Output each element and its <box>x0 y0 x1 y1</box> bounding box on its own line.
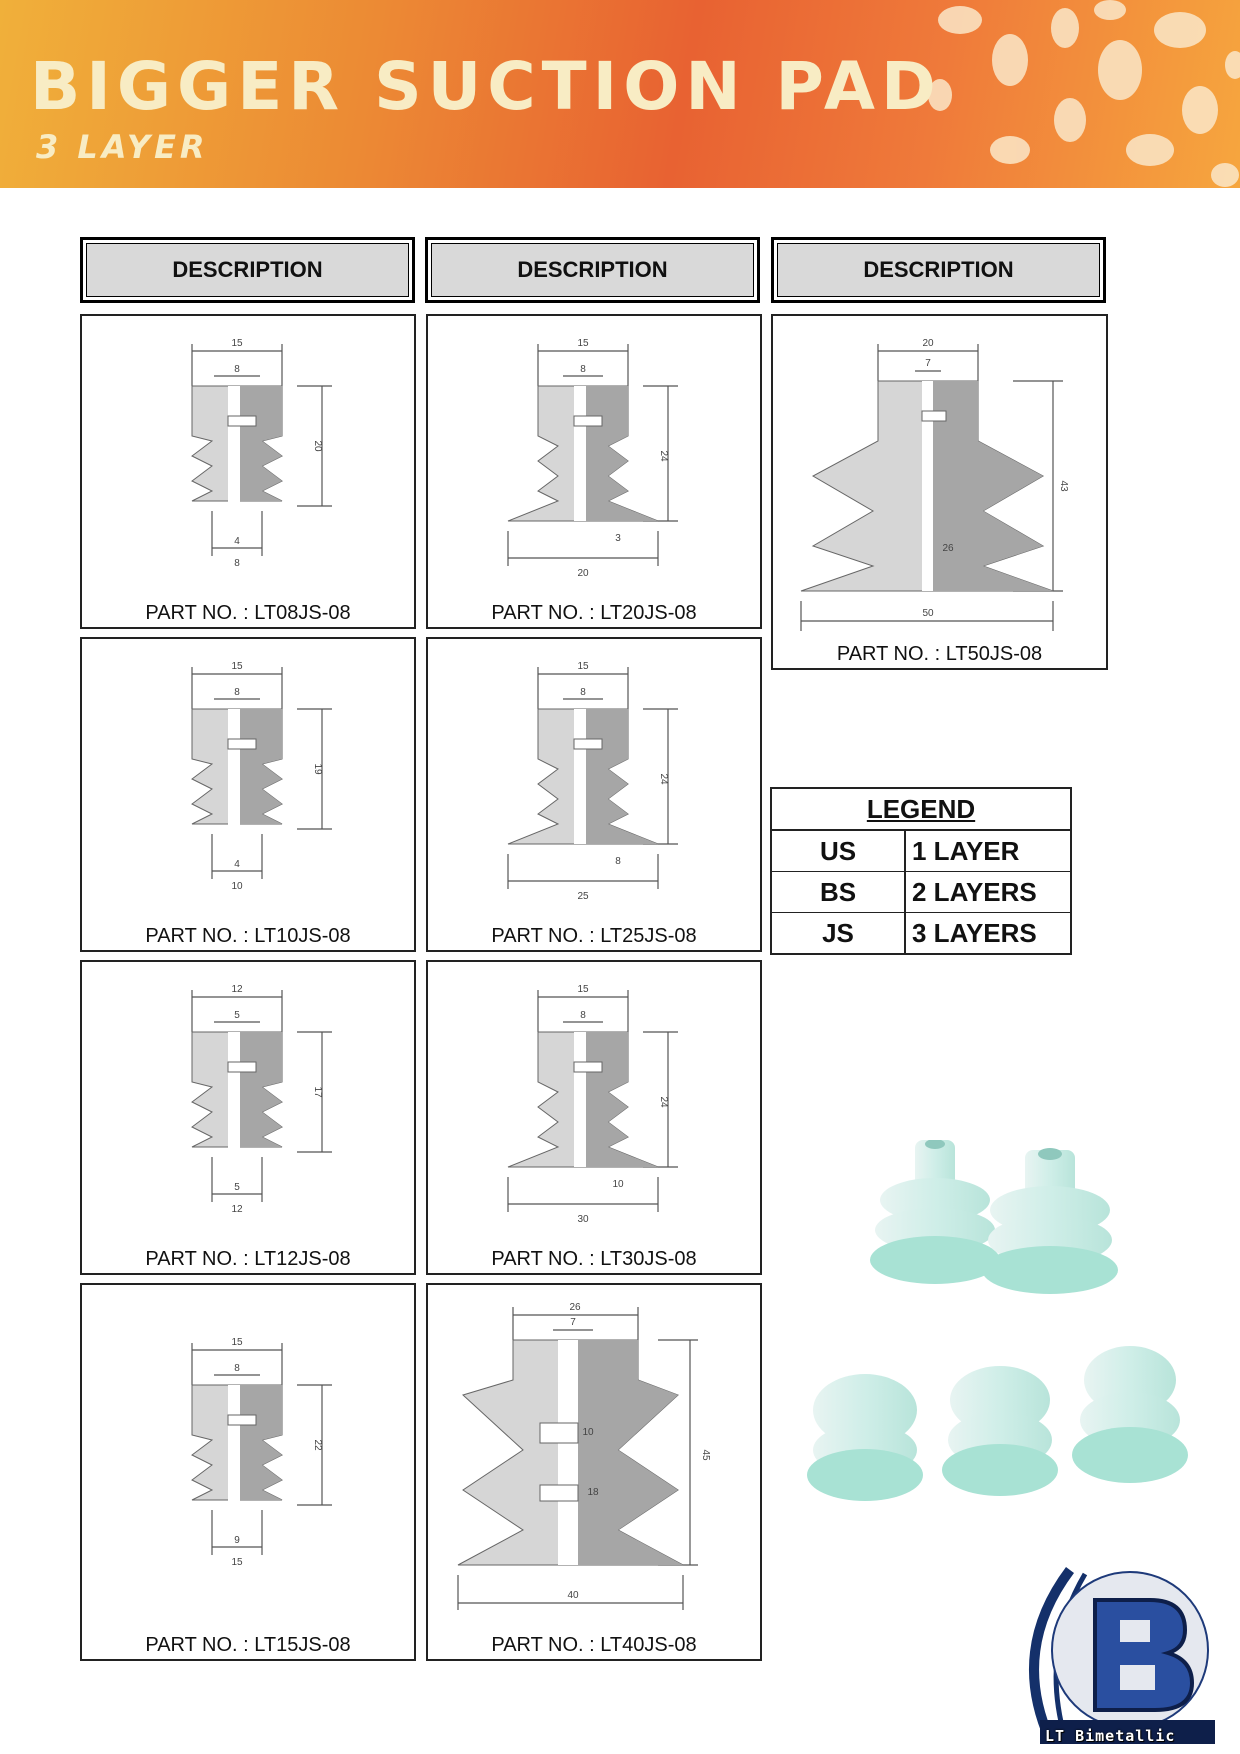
dimension-label: 8 <box>234 558 240 569</box>
dimension-label: 8 <box>234 1363 240 1374</box>
dimension-label: 19 <box>312 763 323 775</box>
legend-row: BS 2 LAYERS <box>772 872 1070 913</box>
legend-row: JS 3 LAYERS <box>772 913 1070 953</box>
suction-pad-drawing: 15 8 24 3 20 <box>507 338 679 579</box>
legend-desc: 3 LAYERS <box>912 917 1037 948</box>
part-number: PART NO. : LT10JS-08 <box>145 925 351 947</box>
legend-table: LEGEND US 1 LAYER BS 2 LAYERS JS 3 LAYER… <box>770 787 1072 955</box>
dimension-label: 26 <box>569 1302 581 1313</box>
product-photo <box>807 1140 1188 1501</box>
legend-code: JS <box>772 913 906 953</box>
legend-title: LEGEND <box>772 789 1070 831</box>
part-card: 26 7 45 10 18 40 PART NO. : LT40JS-08 <box>426 1283 762 1661</box>
dimension-label: 15 <box>231 338 243 349</box>
column-header-1: DESCRIPTION <box>80 237 415 303</box>
dimension-label: 4 <box>234 859 240 870</box>
dimension-label: 10 <box>582 1427 594 1438</box>
part-card: 20 7 43 26 50 PART NO. : LT50JS-08 <box>771 314 1108 670</box>
part-number: PART NO. : LT25JS-08 <box>491 925 697 947</box>
column-header-3: DESCRIPTION <box>771 237 1106 303</box>
dimension-label: 24 <box>658 450 669 462</box>
header-banner: BIGGER SUCTION PAD 3 LAYER <box>0 0 1240 188</box>
dimension-label: 45 <box>700 1449 711 1461</box>
part-number: PART NO. : LT30JS-08 <box>491 1248 697 1270</box>
logo-text: LT Bimetallic <box>1045 1727 1176 1745</box>
pad-photo-4 <box>942 1366 1058 1496</box>
part-number: PART NO. : LT50JS-08 <box>836 643 1043 665</box>
part-card: 15 8 24 8 25 PART NO. : LT25JS-08 <box>426 637 762 952</box>
part-number: PART NO. : LT15JS-08 <box>145 1634 351 1656</box>
dimension-label: 5 <box>234 1182 240 1193</box>
company-logo <box>1029 1567 1215 1744</box>
dimension-label: 17 <box>312 1086 323 1098</box>
banner-decoration <box>928 0 1240 187</box>
dimension-label: 18 <box>587 1487 599 1498</box>
dimension-label: 4 <box>234 536 240 547</box>
dimension-label: 22 <box>312 1439 323 1451</box>
dimension-label: 8 <box>234 687 240 698</box>
dimension-label: 15 <box>577 338 589 349</box>
dimension-label: 26 <box>942 543 954 554</box>
dimension-label: 24 <box>658 1096 669 1108</box>
dimension-label: 8 <box>580 364 586 375</box>
dimension-label: 43 <box>1058 480 1069 492</box>
column-header-2: DESCRIPTION <box>425 237 760 303</box>
dimension-label: 10 <box>231 881 243 892</box>
pad-photo-5 <box>1072 1346 1188 1483</box>
part-card: 15 8 22 9 15 PART NO. : LT15JS-08 <box>80 1283 416 1661</box>
part-card: 12 5 17 5 12 PART NO. : LT12JS-08 <box>80 960 416 1275</box>
legend-code: US <box>772 831 906 871</box>
part-number: PART NO. : LT12JS-08 <box>145 1248 351 1270</box>
legend-code: BS <box>772 872 906 912</box>
suction-pad-drawing: 26 7 45 10 18 40 <box>457 1302 711 1611</box>
dimension-label: 24 <box>658 773 669 785</box>
dimension-label: 15 <box>577 661 589 672</box>
dimension-label: 25 <box>577 891 589 902</box>
dimension-label: 15 <box>577 984 589 995</box>
dimension-label: 9 <box>234 1535 240 1546</box>
suction-pad-drawing: 12 5 17 5 12 <box>191 984 333 1215</box>
dimension-label: 20 <box>922 338 934 349</box>
part-card: 15 8 19 4 10 PART NO. : LT10JS-08 <box>80 637 416 952</box>
pad-photo-2 <box>982 1148 1118 1294</box>
dimension-label: 8 <box>615 856 621 867</box>
dimension-label: 50 <box>922 608 934 619</box>
suction-pad-drawing: 15 8 22 9 15 <box>191 1337 333 1568</box>
legend-row: US 1 LAYER <box>772 831 1070 872</box>
legend-desc: 2 LAYERS <box>912 876 1037 907</box>
part-number: PART NO. : LT08JS-08 <box>145 602 351 624</box>
page-subtitle: 3 LAYER <box>36 128 209 166</box>
suction-pad-drawing: 15 8 24 10 30 <box>507 984 679 1225</box>
dimension-label: 40 <box>567 1590 579 1601</box>
legend-desc: 1 LAYER <box>912 835 1020 866</box>
part-card: 15 8 20 4 8 PART NO. : LT08JS-08 <box>80 314 416 629</box>
dimension-label: 7 <box>925 358 931 369</box>
suction-pad-drawing: 15 8 19 4 10 <box>191 661 333 892</box>
dimension-label: 7 <box>570 1317 576 1328</box>
dimension-label: 20 <box>577 568 589 579</box>
dimension-label: 8 <box>234 364 240 375</box>
part-card: 15 8 24 3 20 PART NO. : LT20JS-08 <box>426 314 762 629</box>
suction-pad-drawing: 15 8 24 8 25 <box>507 661 679 902</box>
dimension-label: 3 <box>615 533 621 544</box>
part-number: PART NO. : LT40JS-08 <box>491 1634 697 1656</box>
pad-photo-3 <box>807 1374 923 1501</box>
pad-photo-1 <box>870 1140 1000 1284</box>
part-number: PART NO. : LT20JS-08 <box>491 602 697 624</box>
dimension-label: 8 <box>580 1010 586 1021</box>
dimension-label: 8 <box>580 687 586 698</box>
dimension-label: 10 <box>612 1179 624 1190</box>
dimension-label: 12 <box>231 984 243 995</box>
dimension-label: 15 <box>231 1557 243 1568</box>
part-card: 15 8 24 10 30 PART NO. : LT30JS-08 <box>426 960 762 1275</box>
suction-pad-drawing: 20 7 43 26 50 <box>800 338 1069 632</box>
dimension-label: 20 <box>312 440 323 452</box>
page-title: BIGGER SUCTION PAD <box>30 48 942 125</box>
dimension-label: 30 <box>577 1214 589 1225</box>
dimension-label: 12 <box>231 1204 243 1215</box>
dimension-label: 5 <box>234 1010 240 1021</box>
suction-pad-drawing: 15 8 20 4 8 <box>191 338 333 569</box>
dimension-label: 15 <box>231 1337 243 1348</box>
dimension-label: 15 <box>231 661 243 672</box>
